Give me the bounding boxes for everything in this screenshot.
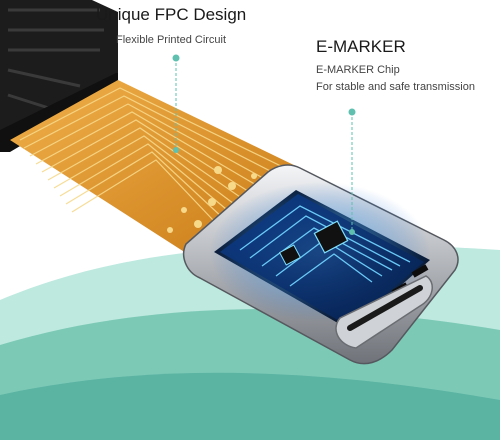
emarker-line1: E-MARKER Chip (316, 64, 400, 76)
e-marker-chip (278, 220, 349, 266)
emarker-line2: For stable and safe transmission (316, 81, 475, 93)
fpc-title: Unique FPC Design (96, 5, 247, 24)
callout-dot (172, 54, 180, 62)
type-c-connector (182, 164, 459, 365)
callout-lines (172, 54, 356, 235)
fpc-subtitle: Flexible Printed Circuit (116, 34, 227, 46)
emarker-title: E-MARKER (316, 37, 406, 56)
